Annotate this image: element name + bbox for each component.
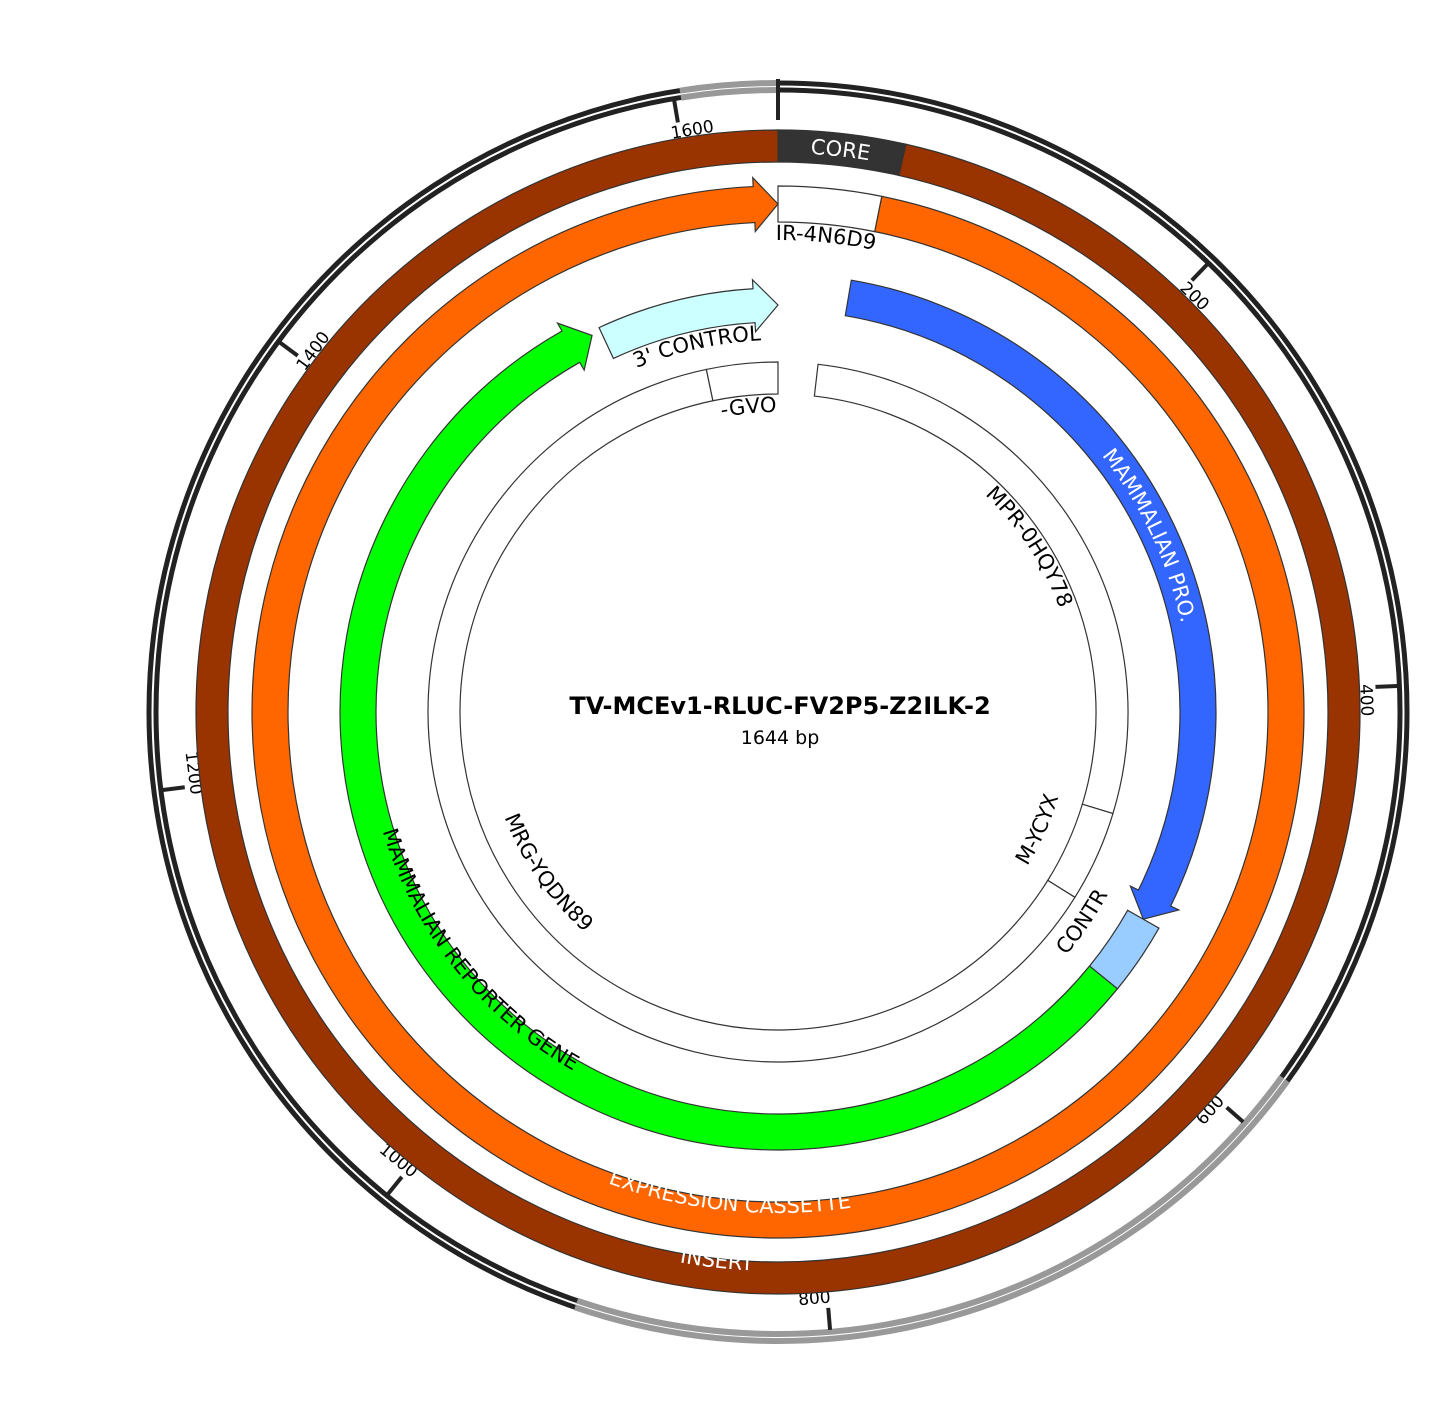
feature-label-5cm: 5CM-YCYX79 — [0, 0, 1063, 869]
feature-mrg[interactable] — [427, 368, 1076, 1063]
feature-3-control[interactable] — [598, 278, 779, 360]
feature-layer: COREINSERTCIR-4N6D94EXPRESSION CASSETTEM… — [0, 0, 1361, 1295]
feature-5cm[interactable] — [1046, 803, 1114, 899]
tick-mark — [1190, 263, 1209, 282]
backbone-highlight — [576, 1075, 1285, 1337]
feature-label-mammalian-pro: MAMMALIAN PRO. — [1098, 444, 1200, 625]
tick-mark — [162, 785, 186, 792]
tick-mark — [672, 100, 680, 123]
backbone-highlight — [679, 80, 779, 94]
feature-3cm[interactable] — [705, 361, 779, 402]
feature-expression-cassette[interactable] — [251, 176, 1305, 1239]
feature-mammalian-reporter-gene[interactable] — [339, 322, 1119, 1151]
plasmid-name: TV-MCEv1-RLUC-FV2P5-Z2ILK-2 — [569, 692, 990, 720]
backbone-highlight — [573, 1079, 1290, 1345]
tick-mark — [1225, 1105, 1245, 1124]
tick-mark — [386, 1175, 404, 1196]
tick-mark — [826, 1307, 833, 1330]
tick-mark — [278, 341, 299, 358]
backbone-highlight — [680, 87, 779, 101]
feature-mammalian-pro[interactable] — [844, 279, 1217, 920]
feature-insert[interactable] — [195, 129, 1361, 1295]
plasmid-length: 1644 bp — [741, 727, 820, 749]
tick-mark — [1375, 683, 1398, 689]
feature-core[interactable] — [777, 129, 907, 177]
